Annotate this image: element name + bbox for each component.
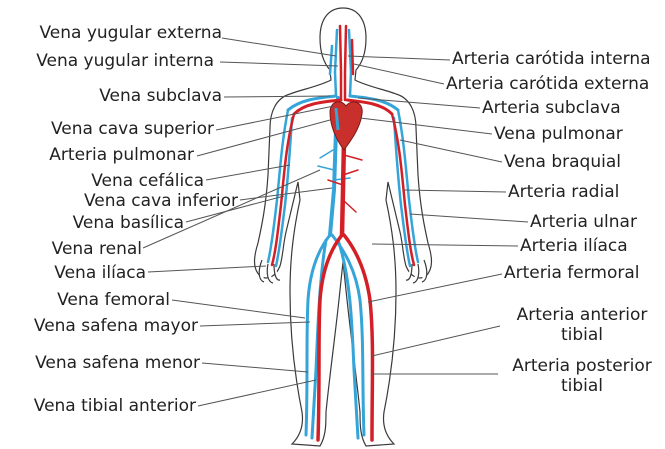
label-arteria-posterior-tibial-line1: Arteria posterior: [512, 356, 652, 376]
leader-arteria-carotida-externa: [354, 64, 444, 84]
label-vena-safena-menor: Vena safena menor: [35, 353, 200, 373]
label-vena-renal: Vena renal: [52, 239, 142, 259]
label-vena-pulmonar: Vena pulmonar: [494, 124, 623, 144]
right-labels: Arteria carótida interna Arteria carótid…: [446, 49, 652, 396]
leader-vena-iliaca: [148, 266, 266, 272]
label-vena-yugular-interna: Vena yugular interna: [36, 51, 214, 71]
label-arteria-ulnar: Arteria ulnar: [530, 212, 637, 232]
leader-vena-yugular-interna: [220, 62, 338, 66]
label-arteria-carotida-externa: Arteria carótida externa: [446, 74, 649, 94]
label-vena-safena-mayor: Vena safena mayor: [34, 316, 198, 336]
label-arteria-iliaca: Arteria ilíaca: [520, 236, 628, 256]
label-arteria-pulmonar: Arteria pulmonar: [49, 145, 194, 165]
label-vena-subclava: Vena subclava: [99, 86, 222, 106]
label-arteria-anterior-tibial-line1: Arteria anterior: [517, 305, 648, 325]
label-vena-yugular-externa: Vena yugular externa: [39, 23, 222, 43]
label-vena-braquial: Vena braquial: [504, 152, 621, 172]
leader-vena-yugular-externa: [222, 38, 336, 56]
label-vena-femoral: Vena femoral: [57, 290, 170, 310]
label-arteria-fermoral: Arteria fermoral: [504, 263, 640, 283]
label-vena-iliaca: Vena ilíaca: [54, 263, 146, 283]
label-vena-tibial-anterior: Vena tibial anterior: [34, 396, 196, 416]
label-arteria-subclava: Arteria subclava: [482, 98, 621, 118]
leader-vena-safena-menor: [202, 363, 308, 372]
heart-vein-overlay: [336, 108, 338, 130]
label-arteria-radial: Arteria radial: [508, 182, 619, 202]
label-arteria-carotida-interna: Arteria carótida interna: [452, 49, 651, 69]
label-arteria-anterior-tibial-line2: tibial: [561, 325, 603, 345]
leader-arteria-ulnar: [410, 214, 528, 222]
label-vena-cefalica: Vena cefálica: [91, 171, 204, 191]
label-vena-basilica: Vena basílica: [73, 213, 184, 233]
label-arteria-posterior-tibial-line2: tibial: [561, 376, 603, 396]
label-vena-cava-inferior: Vena cava inferior: [84, 191, 238, 211]
label-vena-cava-superior: Vena cava superior: [51, 119, 214, 139]
